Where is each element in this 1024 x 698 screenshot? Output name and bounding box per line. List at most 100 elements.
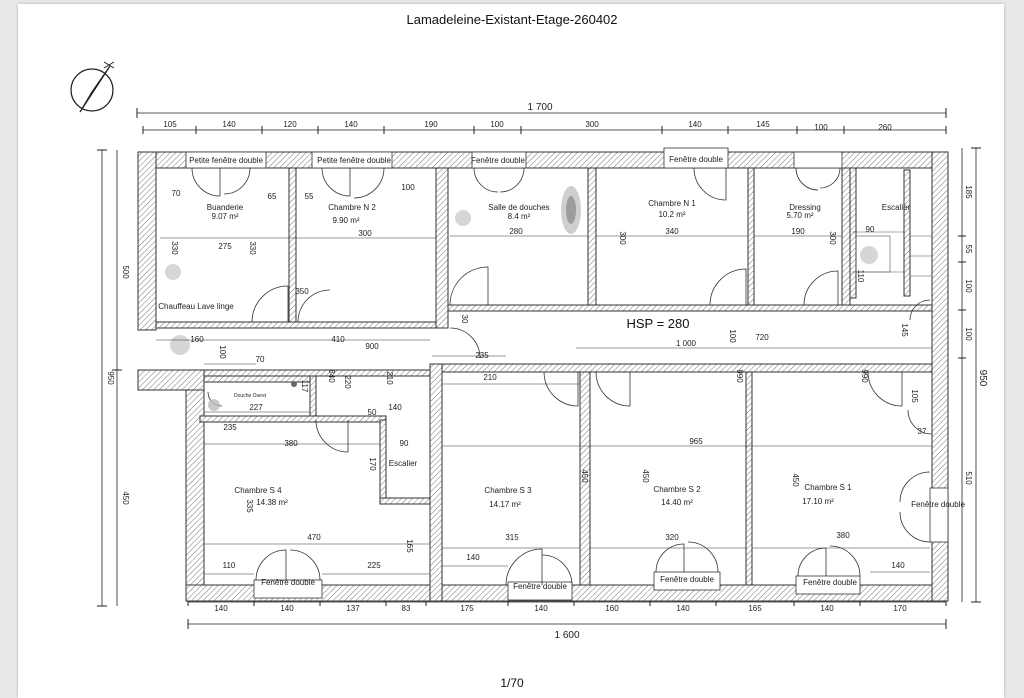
dim-235a: 235 [475, 351, 489, 360]
room-area-buanderie: 9.07 m² [211, 212, 238, 221]
dim-left-b: 450 [121, 491, 130, 505]
room-name-douche-ouest: Douche Ouest [234, 393, 267, 399]
dim-450a: 450 [580, 469, 589, 483]
label-fen-n1: Fenêtre double [669, 155, 723, 164]
dim-top-7: 140 [688, 120, 702, 129]
room-name-escalier-west: Escalier [389, 459, 418, 468]
room-area-chambre-s1: 17.10 m² [802, 497, 834, 506]
north-arrow-icon [70, 61, 115, 113]
bottom-dimensions: 140 140 137 83 175 140 160 140 165 140 1… [187, 598, 947, 641]
dim-top-0: 105 [163, 120, 177, 129]
room-name-chambre-s1: Chambre S 1 [804, 483, 852, 492]
dim-990a: 990 [735, 369, 744, 383]
room-name-escalier-east: Escalier [882, 203, 911, 212]
label-fen-s2: Fenêtre double [660, 575, 714, 584]
dim-left-outer: 950 [106, 371, 115, 385]
dim-top-8: 145 [756, 120, 770, 129]
dim-top-2: 120 [283, 120, 297, 129]
room-name-chambre-s2: Chambre S 2 [653, 485, 701, 494]
stair-east [852, 231, 932, 277]
dim-210a: 210 [385, 371, 394, 385]
dim-450c: 450 [791, 473, 800, 487]
dim-110: 110 [223, 561, 236, 570]
dim-275: 275 [218, 242, 232, 251]
dim-280: 280 [509, 227, 523, 236]
dim-90: 90 [400, 439, 409, 448]
dim-105: 105 [910, 389, 919, 403]
doors [191, 167, 933, 586]
dim-380a: 380 [284, 439, 298, 448]
dim-bottom-1: 140 [280, 604, 294, 613]
dim-165: 165 [405, 539, 414, 553]
dim-380b: 380 [836, 531, 850, 540]
dim-140a: 140 [388, 403, 402, 412]
room-name-chambre-s4: Chambre S 4 [234, 486, 282, 495]
dim-330b: 330 [248, 241, 257, 255]
dim-top-9: 100 [814, 123, 828, 132]
dim-left-a: 500 [121, 265, 130, 279]
dim-30: 30 [460, 315, 469, 324]
room-name-salle-douches: Salle de douches [488, 203, 549, 212]
room-name-buanderie: Buanderie [207, 203, 244, 212]
room-area-chambre-s3: 14.17 m² [489, 500, 521, 509]
dim-bottom-5: 140 [534, 604, 548, 613]
dim-227: 227 [249, 403, 263, 412]
drawing-scale: 1/70 [500, 676, 524, 690]
room-name-chambre-n2: Chambre N 2 [328, 203, 376, 212]
interior-dimension-lines [156, 235, 932, 575]
dim-65: 65 [268, 192, 277, 201]
label-fen-s1r: Fenêtre double [911, 500, 965, 509]
dim-170: 170 [368, 457, 377, 471]
dim-top-10: 260 [878, 123, 892, 132]
dim-bottom-4: 175 [460, 604, 474, 613]
dim-bottom-8: 165 [748, 604, 762, 613]
label-petite-2: Petite fenêtre double [317, 156, 391, 165]
dim-right-e: 510 [964, 471, 973, 485]
dim-top-6: 300 [585, 120, 599, 129]
dim-top-3: 140 [344, 120, 358, 129]
dim-235b: 235 [223, 423, 237, 432]
dim-320: 320 [665, 533, 679, 542]
dim-315: 315 [505, 533, 519, 542]
dim-top-total: 1 700 [527, 102, 552, 113]
dim-190: 190 [791, 227, 805, 236]
dim-70: 70 [172, 189, 181, 198]
label-fen-s1b: Fenêtre double [803, 578, 857, 587]
room-name-dressing: Dressing [789, 203, 821, 212]
dim-470: 470 [307, 533, 321, 542]
dim-55: 55 [305, 192, 314, 201]
dim-bottom-total: 1 600 [554, 630, 579, 641]
interior-dimension-texts: 70 65 55 100 275 330 330 300 280 300 340… [170, 183, 927, 570]
dim-410: 410 [331, 335, 345, 344]
dim-340: 340 [665, 227, 679, 236]
dim-300b: 300 [618, 231, 627, 245]
right-dimensions: 950 185 55 100 100 510 [958, 147, 988, 603]
window-labels: Petite fenêtre double Petite fenêtre dou… [189, 155, 965, 591]
dim-140b: 140 [466, 553, 480, 562]
dim-right-a: 185 [964, 185, 973, 199]
dim-720: 720 [755, 333, 769, 342]
dim-100c: 100 [728, 329, 737, 343]
dim-300c: 300 [828, 231, 837, 245]
dim-right-d: 100 [964, 327, 973, 341]
dim-right-c: 100 [964, 279, 973, 293]
dim-350: 350 [295, 287, 309, 296]
dim-330a: 330 [170, 241, 179, 255]
dim-bottom-3: 83 [402, 604, 411, 613]
plan-title: Lamadeleine-Existant-Etage-260402 [406, 12, 618, 27]
dim-top-5: 100 [490, 120, 504, 129]
dim-bottom-6: 160 [605, 604, 619, 613]
room-name-chambre-s3: Chambre S 3 [484, 486, 532, 495]
dim-210b: 210 [483, 373, 497, 382]
dim-50: 50 [368, 408, 377, 417]
dim-220: 220 [343, 375, 352, 389]
dim-300a: 300 [358, 229, 372, 238]
dim-117: 117 [300, 380, 309, 393]
dim-right-outer: 950 [977, 370, 988, 387]
dim-90b: 90 [866, 225, 875, 234]
dim-right-b: 55 [964, 245, 973, 254]
room-area-salle-douches: 8.4 m² [508, 212, 531, 221]
dim-70b: 70 [256, 355, 265, 364]
dim-top-4: 190 [424, 120, 438, 129]
room-area-chambre-s2: 14.40 m² [661, 498, 693, 507]
